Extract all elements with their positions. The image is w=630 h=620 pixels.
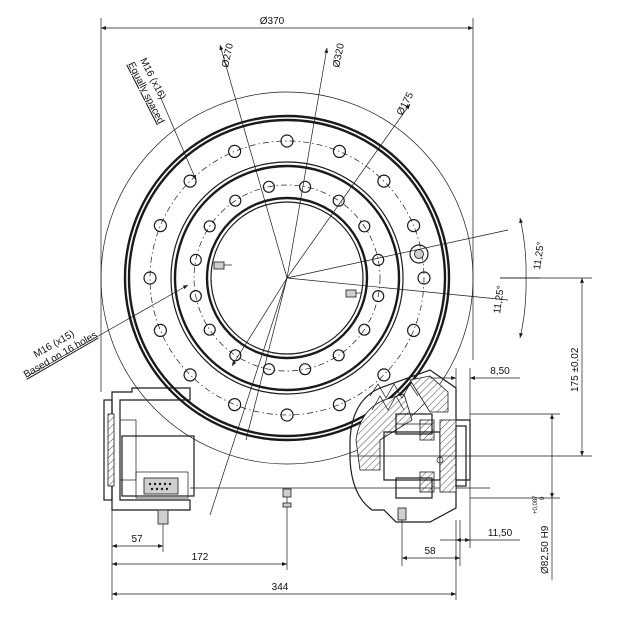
bottom-fitting [282, 488, 292, 508]
dimension-labels: Ø370 Ø270 Ø320 Ø175 344 172 57 58 11,50 … [131, 16, 581, 593]
outer-ring-edge [123, 114, 451, 442]
outer-bolt-hole [417, 271, 431, 285]
dim-8-50: 8,50 [490, 366, 510, 377]
outer-bolt-hole [377, 174, 391, 188]
outer-bolt-hole [332, 398, 346, 412]
dim-d175: Ø175 [395, 90, 416, 117]
diameter-leaders [27, 44, 509, 516]
grease-fitting-icon [409, 244, 429, 264]
dim-58: 58 [424, 546, 436, 557]
dim-angle-top: 11,25° [532, 241, 547, 271]
left-drive-housing [103, 387, 490, 536]
outer-bolt-hole [143, 271, 157, 285]
dimension-lines [100, 18, 592, 600]
outer-bolt-hole [183, 368, 197, 382]
inner-bolt-hole [262, 363, 275, 376]
inner-bolt-hole [332, 194, 345, 207]
hole-notes: M16 (x16) Equally spaced M16 (x15) Based… [22, 56, 168, 380]
dim-d82-50: Ø82,50 H9 [540, 525, 551, 574]
dim-d320: Ø320 [331, 42, 347, 69]
inner-fitting-right [345, 289, 362, 298]
outer-bolt-hole [377, 368, 391, 382]
slewing-ring [100, 91, 474, 508]
outer-bolt-hole [407, 323, 421, 337]
inner-bolt-holes [189, 180, 385, 376]
bore-edge [205, 196, 369, 360]
inner-ring-edge [173, 164, 401, 392]
dim-11-50: 11,50 [488, 528, 513, 539]
dim-57: 57 [131, 534, 143, 545]
inner-fitting-left [213, 261, 232, 270]
grease-fitting-core [414, 249, 424, 259]
worm-gear-section [349, 369, 471, 534]
inner-bolt-hole [229, 349, 242, 362]
inner-bolt-hole [203, 323, 216, 336]
dim-d82-50-tol-bot: 0 [540, 496, 546, 500]
inner-bolt-hole [372, 290, 385, 303]
inner-bolt-hole [262, 180, 275, 193]
dim-d82-50-tol-top: +0,087 [533, 495, 539, 514]
bore-edge-inner [210, 201, 364, 355]
dim-d270: Ø270 [220, 42, 236, 69]
dim-angle-bottom: 11,25° [492, 285, 507, 315]
outer-bolt-hole [153, 219, 167, 233]
inner-bolt-hole [229, 194, 242, 207]
outer-ring-edge-inner [127, 118, 447, 438]
inner-bolt-hole [358, 323, 371, 336]
outer-bolt-hole [332, 144, 346, 158]
inner-bolt-hole [189, 290, 202, 303]
outer-bolt-hole [153, 323, 167, 337]
outer-bolt-hole [280, 408, 294, 422]
inner-bolt-hole [332, 349, 345, 362]
inner-bolt-hole [203, 220, 216, 233]
dim-d370: Ø370 [260, 16, 285, 27]
inner-bolt-hole [299, 363, 312, 376]
outer-bolt-hole [228, 398, 242, 412]
outer-bolt-hole [228, 144, 242, 158]
dim-172: 172 [192, 552, 209, 563]
inner-bolt-hole [299, 180, 312, 193]
connector-plug-icon [143, 477, 179, 495]
outer-bolt-holes [143, 134, 431, 422]
inner-bolt-circle [193, 184, 381, 372]
outer-bolt-hole [183, 174, 197, 188]
inner-bolt-hole [372, 253, 385, 266]
inner-bolt-hole [189, 253, 202, 266]
dim-175-tol: 175 ±0,02 [570, 347, 581, 392]
mid-ring-edge [170, 161, 404, 395]
outer-bolt-hole [280, 134, 294, 148]
inner-bolt-hole [358, 220, 371, 233]
outer-bolt-circle [149, 140, 425, 416]
outer-bolt-hole [407, 219, 421, 233]
dim-344: 344 [272, 582, 289, 593]
